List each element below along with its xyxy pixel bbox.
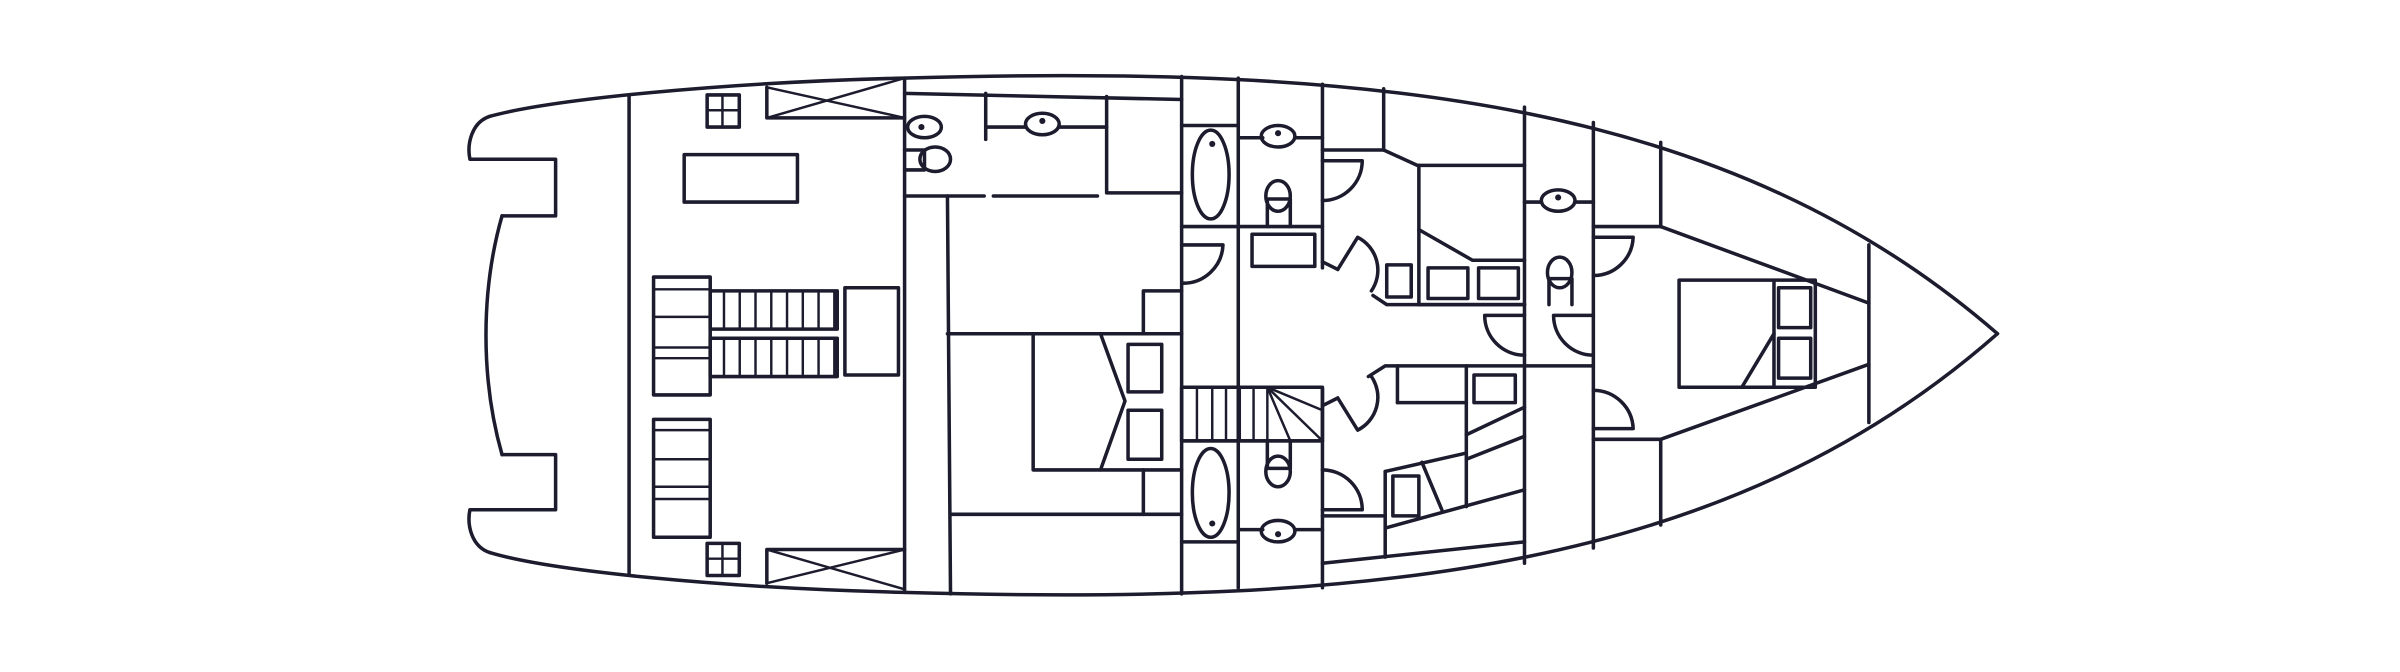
pillow-3 — [1476, 266, 1521, 301]
forward-head — [1522, 188, 1635, 307]
shower-tray — [1190, 446, 1231, 540]
washbasin — [1259, 123, 1297, 149]
transom-curve — [484, 214, 504, 457]
galley-counter — [708, 289, 840, 379]
port-forward-cabin — [1320, 87, 1596, 357]
port-mid-head — [1179, 82, 1325, 285]
single-berth — [1417, 227, 1527, 262]
pillow-2 — [1426, 266, 1470, 301]
hull-starboard-side — [488, 331, 2000, 597]
passage-doors — [1320, 158, 1380, 432]
transom-port-step — [467, 114, 558, 218]
side-cabinet — [843, 286, 901, 377]
settee-lower — [651, 417, 712, 540]
shower-tray — [1190, 128, 1231, 221]
port-aft-head — [902, 91, 1184, 195]
double-bed — [1031, 331, 1127, 472]
pillow-1 — [1384, 263, 1413, 299]
pillow-2 — [1776, 336, 1813, 380]
washbasin — [1259, 518, 1297, 544]
washbasin — [1539, 188, 1577, 214]
starboard-mid-head — [1179, 387, 1365, 590]
washbasin — [905, 114, 944, 140]
pillow-1 — [1776, 286, 1813, 330]
vanity — [1250, 232, 1317, 269]
hull-outline — [467, 73, 2000, 597]
pillow-1 — [1126, 342, 1164, 394]
toilet — [1264, 454, 1293, 489]
toilet — [918, 145, 953, 174]
pillow-1 — [1472, 373, 1518, 405]
settee-upper — [651, 275, 712, 397]
saloon-table — [682, 152, 800, 204]
pillow-2 — [1391, 474, 1421, 518]
double-bed — [1677, 278, 1818, 390]
hull-port-side — [488, 73, 2000, 336]
companionway-stairs — [1179, 385, 1325, 443]
door-swing — [1179, 243, 1225, 285]
transom-starboard-step — [467, 452, 558, 555]
door-swing — [1320, 468, 1365, 512]
forepeak-cabin — [1591, 140, 1871, 527]
saloon-area — [651, 76, 1100, 591]
starboard-aft-cabin — [945, 289, 1184, 517]
toilet — [1264, 178, 1293, 214]
starboard-forward-cabin — [1320, 313, 1596, 566]
pillow-2 — [1126, 408, 1164, 461]
toilet — [1545, 255, 1574, 290]
washbasin-2 — [1023, 111, 1061, 137]
